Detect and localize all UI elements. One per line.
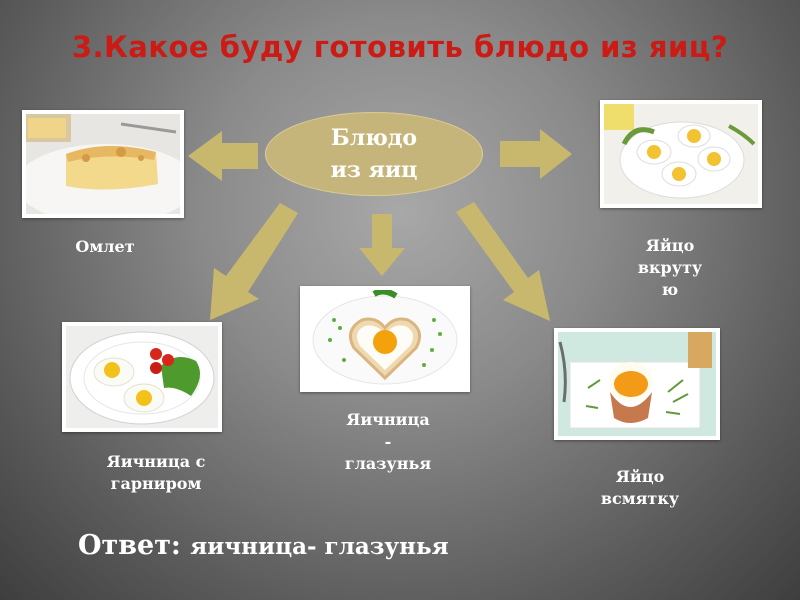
- answer-text: яичница- глазунья: [190, 533, 449, 560]
- label-soft-boiled: Яйцо всмятку: [600, 467, 680, 508]
- answer: Ответ: яичница- глазунья: [78, 530, 449, 561]
- label-fried-with-garnish: Яичница с гарниром: [106, 452, 206, 493]
- arrow-left: [188, 131, 258, 181]
- fried-eggs-garnish-photo: [62, 322, 222, 432]
- arrow-down-right: [456, 202, 550, 321]
- slide-title: 3.Какое буду готовить блюдо из яиц?: [71, 30, 729, 64]
- omelette-photo: [22, 110, 184, 218]
- arrow-down: [359, 214, 405, 276]
- arrow-right: [500, 129, 572, 179]
- answer-prefix: Ответ:: [78, 530, 181, 561]
- center-oval: Блюдо из яиц: [265, 112, 483, 196]
- label-fried-sunny: Яичница - глазунья: [344, 410, 432, 473]
- boiled-eggs-bowl-photo: [600, 100, 762, 208]
- soft-boiled-egg-cup-photo: [554, 328, 720, 440]
- heart-fried-egg-photo: [300, 286, 470, 392]
- label-hard-boiled: Яйцо вкруту ю: [637, 236, 703, 299]
- arrow-down-left: [210, 203, 298, 320]
- center-label: Блюдо из яиц: [330, 125, 418, 183]
- label-omelette: Омлет: [75, 237, 135, 256]
